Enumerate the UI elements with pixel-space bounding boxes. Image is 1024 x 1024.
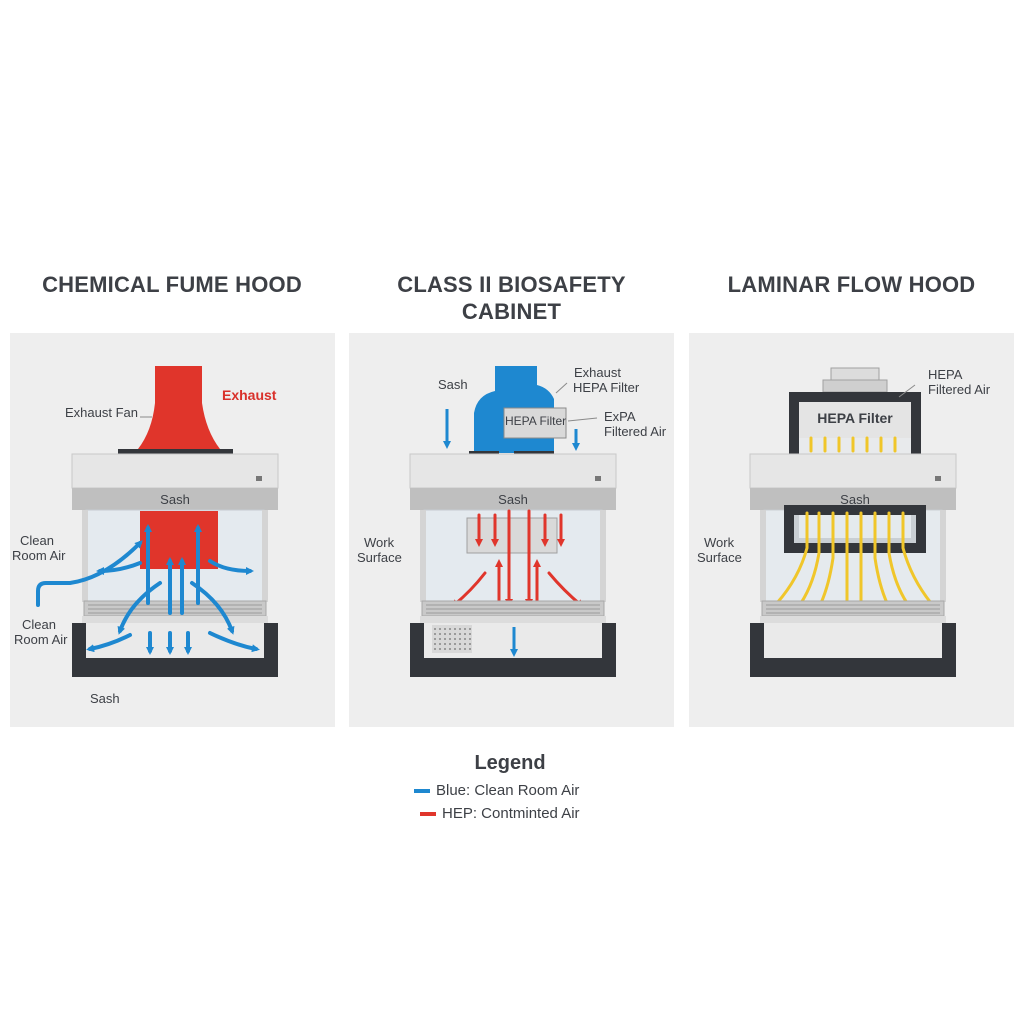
clean-room-air-label-line1: Clean [20, 533, 54, 548]
sash-bar-label: Sash [498, 492, 528, 507]
expa-line1: ExPA [604, 409, 636, 424]
sash-bar [72, 488, 278, 510]
expa-filtered-air-label: ExPA Filtered Air [604, 409, 666, 439]
hepa-filter-box [503, 407, 567, 439]
clean-room-air-2-line1: Clean [22, 617, 56, 632]
exhaust-hepa-line1: Exhaust [574, 365, 621, 380]
exhaust-fan [118, 449, 233, 454]
expa-line2: Filtered Air [604, 424, 667, 439]
work-surface-label: Work Surface [357, 535, 402, 565]
lower-hepa-mesh [432, 625, 472, 653]
blower-collar [830, 367, 880, 381]
biosafety-cabinet-title: CLASS II BIOSAFETY CABINET [349, 271, 674, 325]
sash-bar [410, 488, 616, 510]
clean-air-arrow [208, 559, 254, 575]
clean-room-air-label-2: Clean Room Air [14, 617, 67, 647]
work-surface-label: Work Surface [697, 535, 742, 565]
hepa-filtered-line1: HEPA [928, 367, 963, 382]
legend-item-label: Blue: Clean Room Air [436, 782, 580, 799]
biosafety-title-line2: CABINET [461, 299, 562, 324]
blue-swatch [414, 789, 430, 794]
indicator-light [256, 476, 262, 481]
hepa-filtered-line2: Filtered Air [928, 382, 991, 397]
fume-hood-title: CHEMICAL FUME HOOD [42, 272, 302, 297]
clean-air-arrow [190, 581, 235, 635]
fume-hood-diagram [36, 366, 279, 677]
biosafety-title-line1: CLASS II BIOSAFETY [397, 272, 626, 297]
legend-item-clean-air: Blue: Clean Room Air [414, 782, 579, 799]
legend-title: Legend [474, 752, 546, 774]
legend-item-label: HEP: Contminted Air [442, 805, 580, 822]
work-surface-line1: Work [704, 535, 735, 550]
fume-hood-panel: Exhaust Exhaust Fan Sash Clean Room Air … [10, 333, 335, 727]
sash-bar-label: Sash [160, 492, 190, 507]
biosafety-cabinet-panel: Sash Exhaust HEPA Filter HEPA Filter ExP… [349, 333, 674, 727]
laminar-flow-panel: HEPA Filtered Air HEPA Filter Sash Work … [689, 333, 1014, 727]
hepa-filter-label: HEPA Filter [817, 410, 893, 426]
work-surface-line2: Surface [697, 550, 742, 565]
clean-air-arrow [117, 581, 162, 635]
cabinet-top [71, 453, 279, 489]
cabinet-top [409, 453, 617, 489]
exhaust-fan-label: Exhaust Fan [65, 405, 138, 420]
clean-air-arrow [86, 633, 132, 653]
red-swatch [420, 812, 436, 817]
clean-air-arrow [36, 540, 143, 607]
clean-air-arrow [96, 561, 142, 575]
hepa-filter-label: HEPA Filter [505, 414, 567, 428]
internal-filter [466, 517, 558, 554]
laminar-flow-diagram [749, 367, 957, 677]
exhaust-hepa-filter-label: Exhaust HEPA Filter [573, 365, 639, 395]
sash-bar [750, 488, 956, 510]
indicator-light [595, 476, 601, 481]
clean-room-air-2-line2: Room Air [14, 632, 68, 647]
clean-air-arrow [208, 631, 260, 653]
cabinet-top [749, 453, 957, 489]
indicator-light [935, 476, 941, 481]
legend-item-contaminated-air: HEP: Contminted Air [420, 805, 580, 822]
filtered-airflow-lines [775, 436, 933, 605]
clean-room-air-label: Clean Room Air [12, 533, 65, 563]
exhaust-label: Exhaust [222, 387, 277, 403]
work-surface-line1: Work [364, 535, 395, 550]
hepa-filtered-air-label: HEPA Filtered Air [928, 367, 990, 397]
work-surface-line2: Surface [357, 550, 402, 565]
exhaust-hepa-line2: HEPA Filter [573, 380, 640, 395]
sash-bottom-label: Sash [90, 691, 120, 706]
laminar-flow-title: LAMINAR FLOW HOOD [727, 272, 976, 297]
exhaust-duct [138, 366, 220, 449]
hepa-filter-box [799, 402, 911, 438]
biosafety-diagram [409, 366, 617, 677]
sash-label: Sash [438, 377, 468, 392]
clean-room-air-label-line2: Room Air [12, 548, 66, 563]
contaminated-plume [140, 511, 218, 569]
sash-bar-label: Sash [840, 492, 870, 507]
